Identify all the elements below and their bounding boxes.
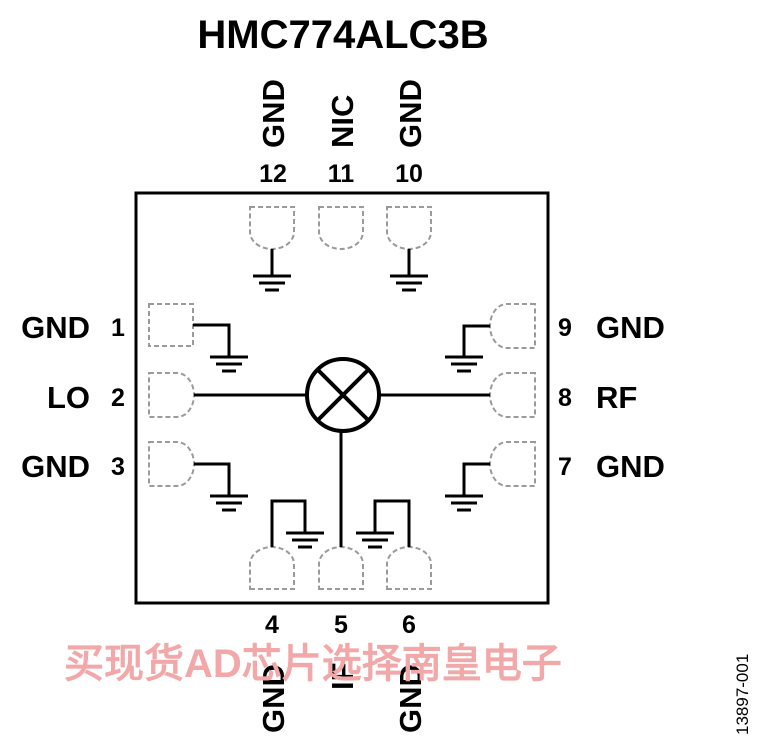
pin-3-pad — [148, 441, 195, 487]
pin-12-number: 12 — [259, 160, 287, 188]
pin-4-number: 4 — [265, 611, 279, 639]
pin-7: GND 7 — [443, 441, 665, 512]
ground-icon — [284, 531, 326, 549]
pin-11-name: NIC — [325, 95, 360, 148]
pin-11-pad — [318, 206, 364, 250]
pin-6-name: GND — [393, 664, 428, 733]
pin-5-number: 5 — [334, 611, 348, 639]
pin-10-number: 10 — [395, 160, 423, 188]
pin-9-number: 9 — [558, 314, 572, 342]
pin-7-number: 7 — [558, 453, 572, 481]
watermark-text: 买现货AD芯片选择南皇电子 — [64, 642, 562, 686]
pin-6: 6 GND — [354, 499, 432, 733]
pin-2-pad — [148, 372, 195, 418]
pin-8-number: 8 — [558, 384, 572, 412]
pin-1-number: 1 — [111, 314, 125, 342]
pin-4-name: GND — [256, 664, 291, 733]
pin-11: NIC 11 — [318, 95, 364, 250]
pin-1-pad — [148, 303, 194, 347]
pin-7-pad — [489, 441, 536, 487]
pin-5-name: IF — [325, 662, 360, 690]
pin-8-pad — [489, 372, 536, 418]
pin-1: GND 1 — [21, 303, 250, 373]
ground-icon — [443, 494, 485, 512]
pin-12: GND 12 — [249, 79, 295, 292]
pin-7-name: GND — [596, 449, 665, 484]
pin-12-pad — [249, 206, 295, 250]
pin-2-number: 2 — [111, 384, 125, 412]
chip-title: HMC774ALC3B — [197, 13, 488, 57]
pin-10-pad — [386, 206, 432, 250]
pin-6-pad — [386, 546, 432, 590]
pin-5-pad — [318, 546, 364, 590]
ground-icon — [208, 355, 250, 373]
pin-9-name: GND — [596, 310, 665, 345]
pin-1-name: GND — [21, 310, 90, 345]
ground-icon — [443, 355, 485, 373]
ground-icon — [388, 274, 430, 292]
ground-icon — [208, 494, 250, 512]
pin-3-name: GND — [21, 449, 90, 484]
ground-icon — [251, 274, 293, 292]
pin-11-number: 11 — [328, 160, 355, 188]
pin-9: GND 9 — [443, 303, 665, 373]
pin-2: LO 2 — [47, 372, 307, 418]
pin-10-name: GND — [393, 79, 428, 148]
pin-8: RF 8 — [379, 372, 637, 418]
pin-8-name: RF — [596, 380, 637, 415]
pin-10: GND 10 — [386, 79, 432, 292]
pin-5: 5 IF — [318, 425, 364, 690]
pin-3-number: 3 — [111, 453, 125, 481]
ground-icon — [354, 531, 396, 549]
package-outline — [134, 191, 550, 605]
mixer-icon — [305, 357, 381, 433]
pin-2-name: LO — [47, 380, 90, 415]
pin-6-number: 6 — [402, 611, 416, 639]
pin-4: 4 GND — [249, 499, 326, 733]
figure-id: 13897-001 — [733, 654, 752, 735]
pin-3: GND 3 — [21, 441, 250, 512]
pin-12-name: GND — [256, 79, 291, 148]
pin-4-pad — [249, 546, 295, 590]
pin-9-pad — [489, 303, 536, 349]
